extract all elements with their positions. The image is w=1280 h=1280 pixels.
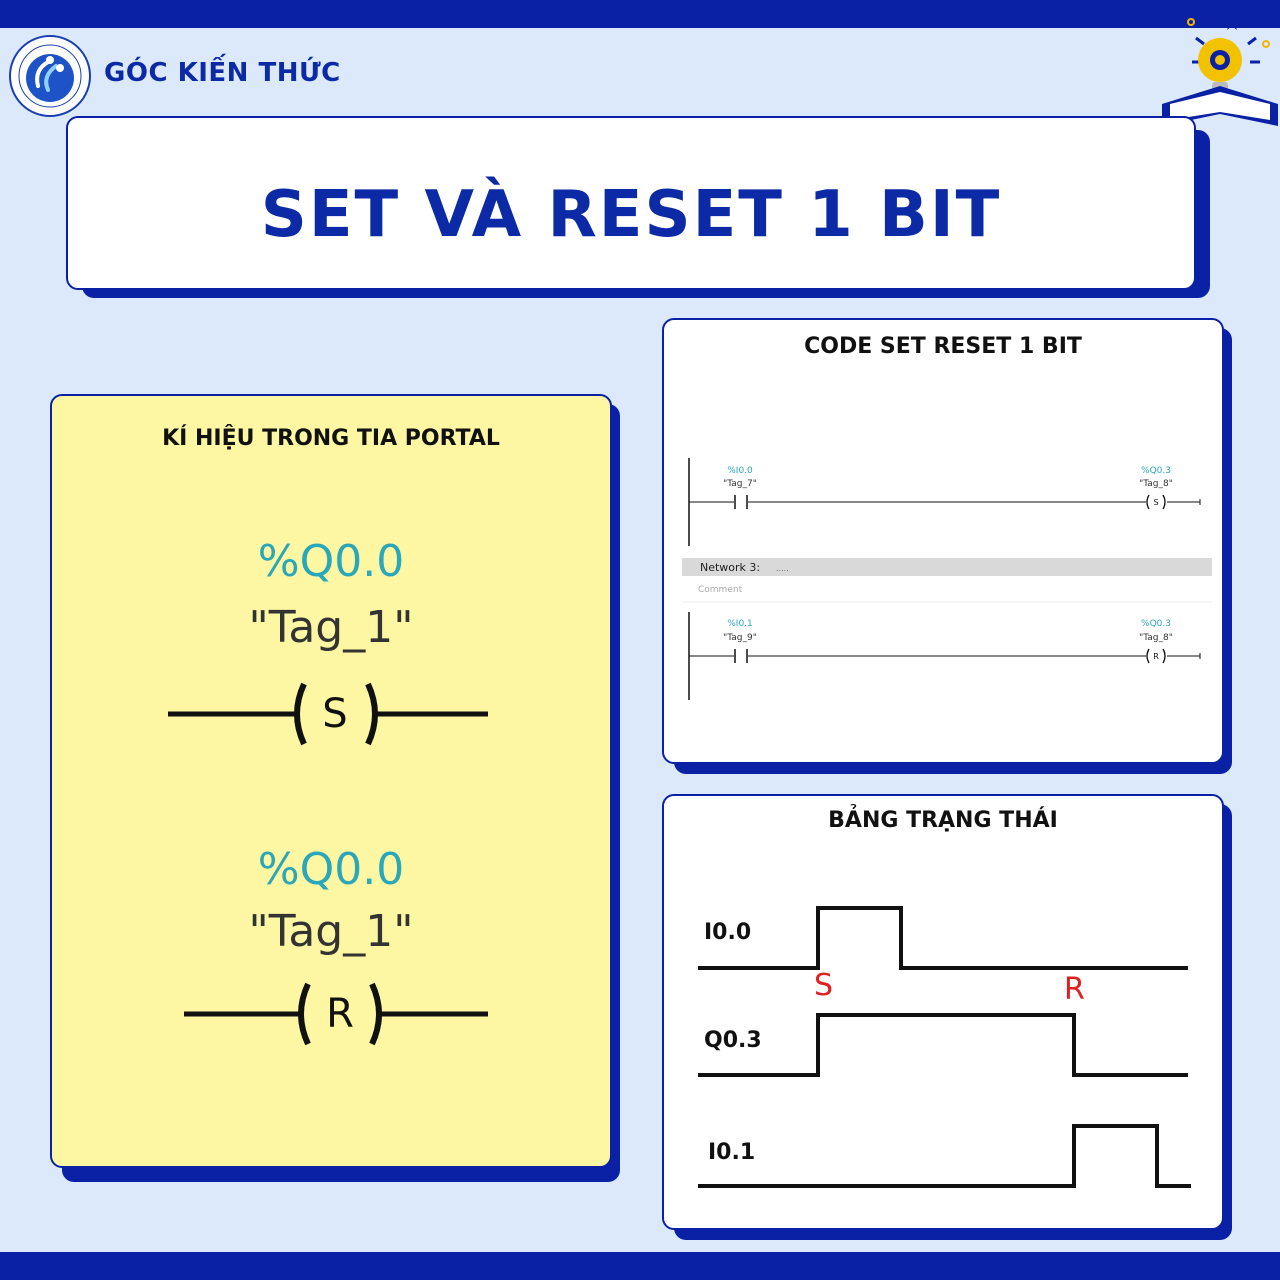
lightbulb-book-icon bbox=[1162, 14, 1278, 126]
reset-coil-symbol: R bbox=[184, 982, 488, 1046]
bktech-logo-icon bbox=[9, 35, 91, 117]
signal-label-i01: I0.1 bbox=[708, 1140, 756, 1165]
rung2-coil-address: %Q0.3 bbox=[1141, 619, 1171, 629]
set-coil-tag: "Tag_1" bbox=[248, 602, 414, 653]
waveform-i00 bbox=[698, 906, 1188, 970]
rung2-contact-tag: "Tag_9" bbox=[723, 633, 757, 643]
symbols-panel-title: KÍ HIỆU TRONG TIA PORTAL bbox=[162, 426, 500, 451]
rung2-coil-tag: "Tag_8" bbox=[1139, 633, 1173, 643]
title-card: SET VÀ RESET 1 BIT bbox=[66, 116, 1196, 290]
network-comment: Comment bbox=[698, 585, 743, 595]
rung2-coil-letter: R bbox=[1153, 652, 1159, 661]
timing-waveforms bbox=[698, 906, 1191, 1188]
waveform-i01 bbox=[698, 1124, 1191, 1188]
rung1-coil-tag: "Tag_8" bbox=[1139, 479, 1173, 489]
code-panel: CODE SET RESET 1 BIT %I0.0 "Tag_7" %Q0.3… bbox=[662, 318, 1224, 764]
reset-coil-letter: R bbox=[326, 991, 354, 1037]
timing-panel-title: BẢNG TRẠNG THÁI bbox=[828, 808, 1058, 833]
timing-panel: BẢNG TRẠNG THÁI I0.0 Q0.3 I0.1 S R bbox=[662, 794, 1224, 1230]
rung1-contact-address: %I0.0 bbox=[727, 466, 753, 476]
set-mark: S bbox=[814, 968, 834, 1003]
top-bar bbox=[0, 0, 1280, 28]
ladder-diagram: %I0.0 "Tag_7" %Q0.3 "Tag_8" S Network 3:… bbox=[682, 458, 1212, 700]
set-coil-address: %Q0.0 bbox=[257, 536, 405, 587]
symbols-panel: KÍ HIỆU TRONG TIA PORTAL %Q0.0 "Tag_1" S… bbox=[50, 394, 612, 1168]
brand-name: GÓC KIẾN THỨC bbox=[104, 58, 341, 88]
network-label: Network 3: bbox=[700, 561, 760, 574]
network-header bbox=[682, 558, 1212, 576]
signal-label-q03: Q0.3 bbox=[704, 1028, 762, 1053]
waveform-q03 bbox=[698, 1013, 1188, 1077]
reset-mark: R bbox=[1064, 972, 1085, 1007]
reset-coil-tag: "Tag_1" bbox=[248, 906, 414, 957]
page-title: SET VÀ RESET 1 BIT bbox=[260, 178, 1002, 252]
code-panel-title: CODE SET RESET 1 BIT bbox=[804, 334, 1082, 359]
bottom-bar bbox=[0, 1252, 1280, 1280]
set-coil-letter: S bbox=[322, 691, 347, 737]
network-dots: ..... bbox=[776, 564, 789, 573]
set-coil-symbol: S bbox=[168, 682, 488, 746]
rung1-contact-tag: "Tag_7" bbox=[723, 479, 757, 489]
rung2-contact-address: %I0.1 bbox=[727, 619, 753, 629]
rung1-coil-letter: S bbox=[1153, 498, 1158, 507]
rung1-coil-address: %Q0.3 bbox=[1141, 466, 1171, 476]
signal-label-i00: I0.0 bbox=[704, 920, 752, 945]
reset-coil-address: %Q0.0 bbox=[257, 844, 405, 895]
